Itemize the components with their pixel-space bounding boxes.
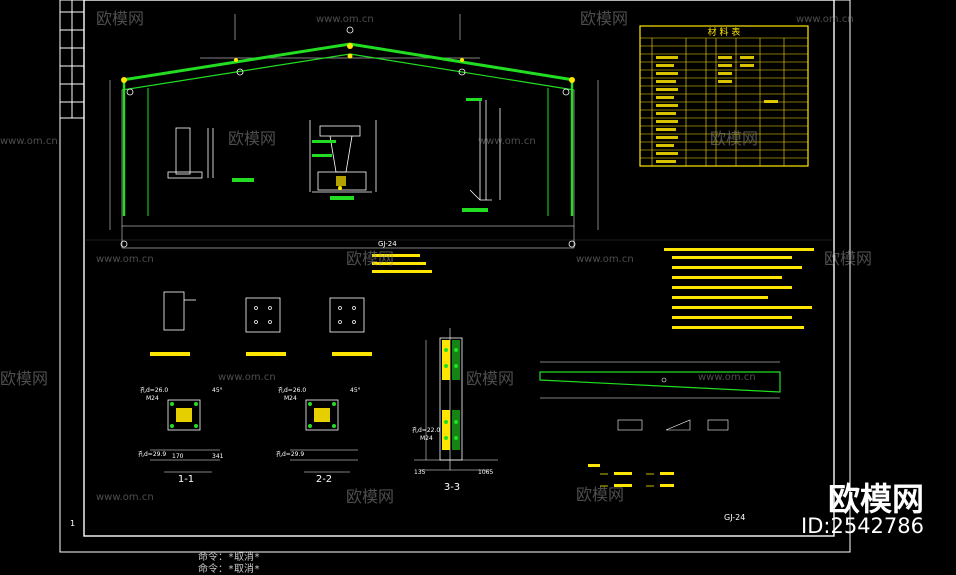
watermark-url-7: www.om.cn [218,372,276,383]
legend [588,464,674,487]
drawing-frame [59,0,851,553]
plate-details-row [163,291,365,333]
watermark-brand-1: 欧模网 [96,9,144,28]
bolt-m24-label-1: M24 [146,395,159,402]
hole-d299-label-2: 孔d=29.9 [276,450,304,458]
watermark-brand-9: 欧模网 [346,487,394,506]
watermark-url-1: www.om.cn [316,14,374,25]
hole-d26-label-2: 孔d=26.0 [278,386,306,394]
watermark-url-5: www.om.cn [96,254,154,265]
section-2-2-title: 2-2 [316,474,332,485]
watermark-url-8: www.om.cn [698,372,756,383]
section-3-3: 3-3 孔d=22.0 M24 135 1065 [412,328,498,493]
base-plate-detail [167,100,501,201]
angle-45-label-1: 45° [212,387,223,394]
dim-135-label: 135 [414,469,426,476]
brand-logo: 欧模网 [827,480,924,518]
watermark-url-2: www.om.cn [796,14,854,25]
dim-341-label: 341 [212,453,224,460]
section-1-1-title: 1-1 [178,474,194,485]
watermark-brand-8: 欧模网 [466,369,514,388]
drawing-code-middle-label: GJ-24 [378,240,397,248]
watermark-url-9: www.om.cn [96,492,154,503]
dim-1065-label: 1065 [478,469,493,476]
tapered-beam-detail [539,361,781,431]
frame-notes [372,254,432,273]
page-number-label: 1 [70,519,75,528]
watermark-brand-3: 欧模网 [228,129,276,148]
command-line-2[interactable]: 命令：*取消* [198,564,261,575]
general-notes [664,248,814,329]
portal-frame-elevation [109,14,599,249]
angle-45-label-2: 45° [350,387,361,394]
watermark-brand-4: 欧模网 [710,129,758,148]
watermark-url-4: www.om.cn [478,136,536,147]
watermark-brand-7: 欧模网 [0,369,48,388]
section-3-3-title: 3-3 [444,482,460,493]
watermark-brand-10: 欧模网 [576,485,624,504]
drawing-code-label: GJ-24 [724,513,745,522]
detail-labels [232,98,488,212]
detail-yellow-marks [336,176,346,190]
watermark-url-6: www.om.cn [576,254,634,265]
section-2-2: 2-2 孔d=26.0 M24 45° 孔d=29.9 [276,386,361,485]
watermark-brand-5: 欧模网 [346,249,394,268]
material-table: 材 料 表 [639,25,809,167]
watermark-brand-6: 欧模网 [824,249,872,268]
bolt-m24-label-2: M24 [284,395,297,402]
watermark-url-3: www.om.cn [0,136,58,147]
plate-detail-titles [150,352,372,356]
section-1-1: 1-1 孔d=26.0 M24 45° 孔d=29.9 170 341 [138,386,224,485]
watermark-layer: 欧模网 www.om.cn 欧模网 www.om.cn www.om.cn 欧模… [0,9,872,506]
asset-id-label: ID:2542786 [801,514,924,538]
material-table-title: 材 料 表 [708,26,741,38]
command-line-1[interactable]: 命令：*取消* [198,552,261,563]
hole-d22-label: 孔d=22.0 [412,426,440,434]
watermark-brand-2: 欧模网 [580,9,628,28]
hole-d26-label-1: 孔d=26.0 [140,386,168,394]
bolt-m24-label-3: M24 [420,435,433,442]
hole-d299-label-1: 孔d=29.9 [138,450,166,458]
dim-170-label: 170 [172,453,184,460]
